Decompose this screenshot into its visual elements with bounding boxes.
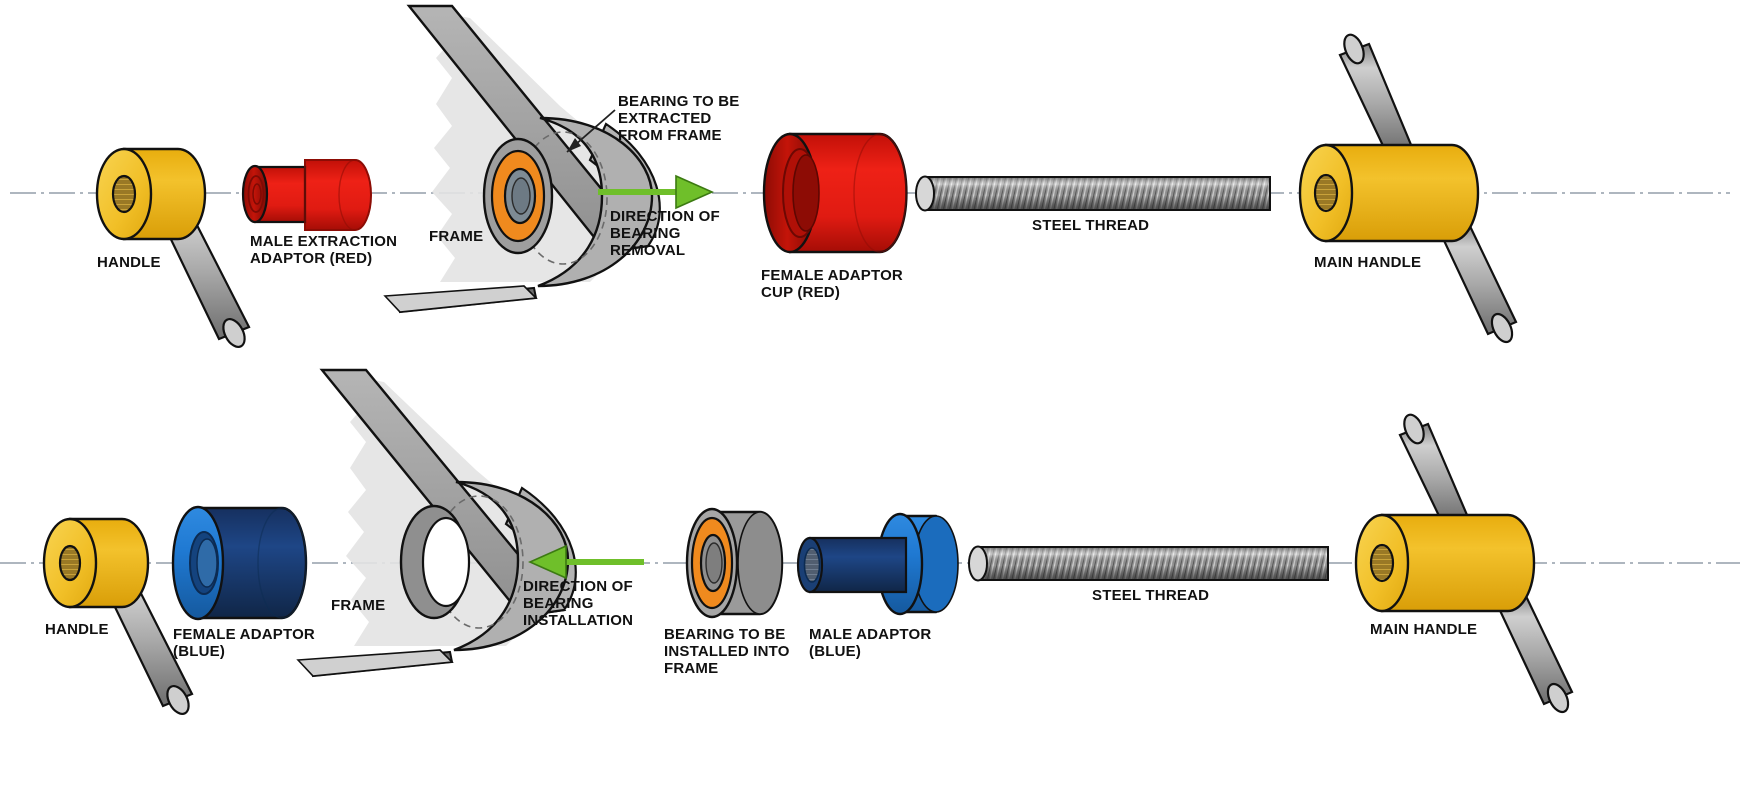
- label-main-handle-bottom: MAIN HANDLE: [1370, 621, 1478, 638]
- label-handle-bottom: HANDLE: [45, 621, 109, 638]
- part-bearing-loose: [685, 507, 784, 619]
- label-handle-top: HANDLE: [97, 254, 161, 271]
- frame-bore-empty: [399, 504, 471, 620]
- part-handle-top: [95, 147, 251, 349]
- main-handle-rod-upper-bottom: [1398, 413, 1472, 524]
- part-handle-bottom: [42, 517, 194, 716]
- label-bearing-to-install: BEARING TO BE INSTALLED INTO FRAME: [664, 626, 790, 677]
- part-male-extraction-adaptor: [241, 159, 372, 231]
- part-main-handle-bottom: [1354, 413, 1574, 714]
- bearing-in-frame-top: [482, 137, 554, 255]
- label-frame-top: FRAME: [429, 228, 484, 245]
- part-steel-thread-bottom: [968, 545, 1329, 582]
- label-direction-bearing-removal: DIRECTION OF BEARING REMOVAL: [610, 208, 720, 259]
- main-handle-rod-upper-top: [1338, 33, 1416, 154]
- part-female-adaptor-blue: [171, 505, 308, 621]
- arrow-bearing-removal: [598, 174, 714, 210]
- label-male-adaptor-blue: MALE ADAPTOR (BLUE): [809, 626, 932, 660]
- main-handle-rod-lower-bottom: [1494, 590, 1574, 714]
- callout-bearing-extracted: BEARING TO BE EXTRACTED FROM FRAME: [618, 93, 740, 144]
- label-steel-thread-top: STEEL THREAD: [1032, 217, 1150, 234]
- arrow-bearing-installation: [528, 544, 644, 580]
- part-female-adaptor-cup: [762, 132, 908, 254]
- callout-leader-bearing-extracted: [566, 109, 616, 153]
- part-frame-bottom: [296, 368, 577, 678]
- label-male-extraction-adaptor: MALE EXTRACTION ADAPTOR (RED): [250, 233, 398, 267]
- part-main-handle-top: [1298, 33, 1518, 344]
- part-steel-thread-top: [915, 175, 1271, 212]
- label-steel-thread-bottom: STEEL THREAD: [1092, 587, 1210, 604]
- part-male-adaptor-blue: [796, 512, 959, 616]
- label-main-handle-top: MAIN HANDLE: [1314, 254, 1422, 271]
- label-female-adaptor-cup: FEMALE ADAPTOR CUP (RED): [761, 267, 903, 301]
- part-frame-top: [383, 4, 661, 314]
- label-direction-bearing-installation: DIRECTION OF BEARING INSTALLATION: [523, 578, 634, 629]
- label-female-adaptor-blue: FEMALE ADAPTOR (BLUE): [173, 626, 315, 660]
- label-frame-bottom: FRAME: [331, 597, 386, 614]
